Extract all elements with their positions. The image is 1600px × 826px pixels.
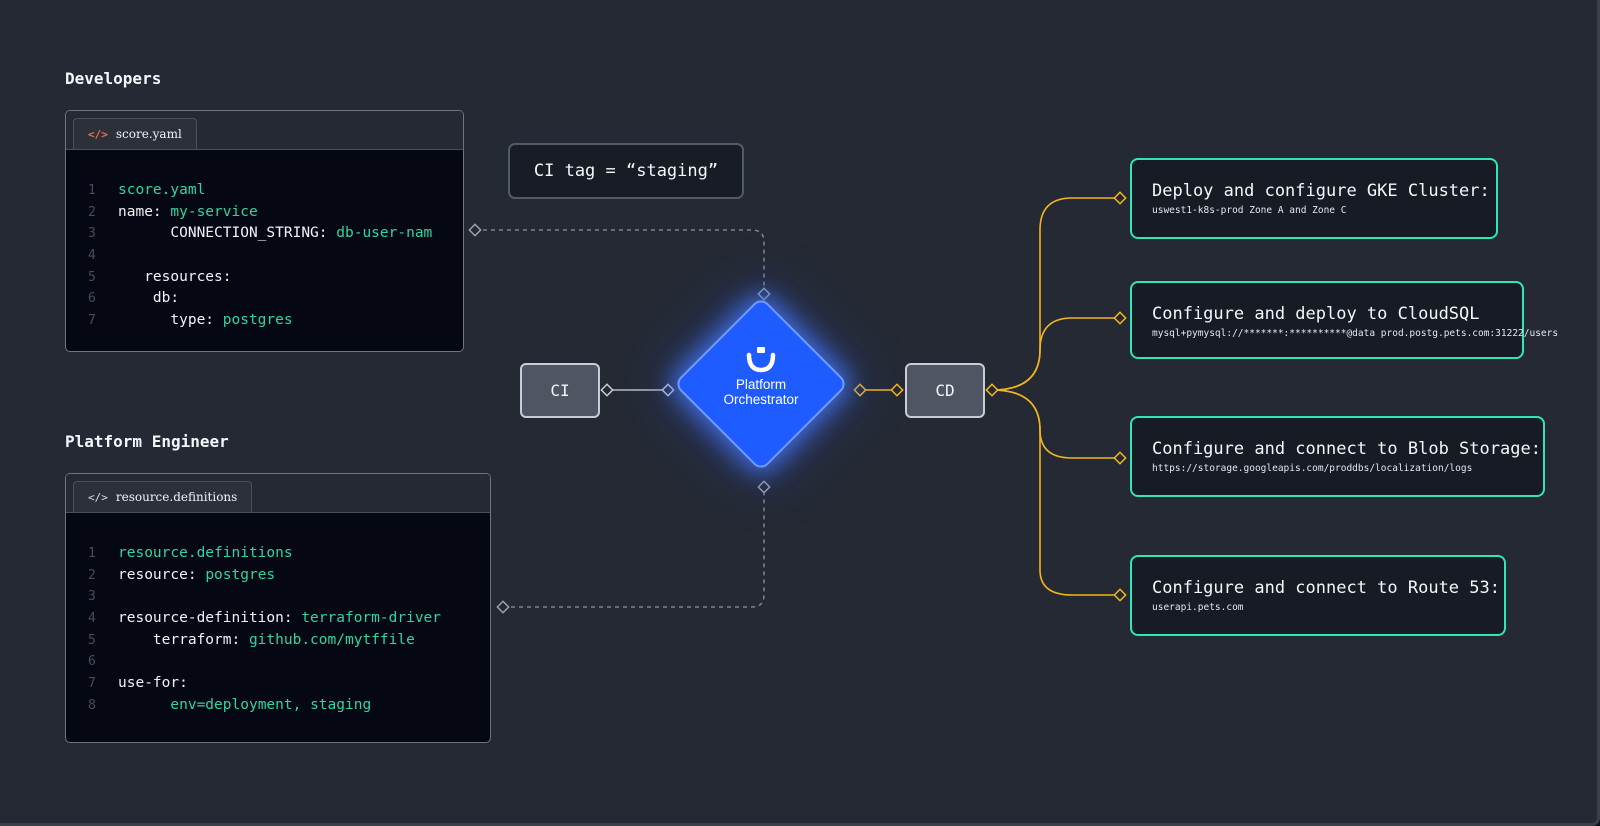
- port-marker: [1113, 311, 1127, 325]
- target-title: Deploy and configure GKE Cluster:: [1152, 181, 1490, 201]
- code-key: [118, 697, 170, 713]
- blob-storage-target[interactable]: Configure and connect to Blob Storage: h…: [1130, 416, 1545, 497]
- score-code-panel: </> score.yaml 1 score.yaml 2 name: my-serv…: [65, 110, 464, 352]
- code-brackets-icon: </>: [88, 490, 108, 504]
- gke-cluster-target[interactable]: Deploy and configure GKE Cluster: uswest…: [1130, 158, 1498, 239]
- code-key: db:: [118, 290, 180, 307]
- code-text: resource: postgres: [118, 565, 275, 587]
- code-value: postgres: [222, 312, 293, 329]
- code-text: CONNECTION_STRING: db-user-nam: [118, 223, 432, 245]
- code-value: db-user-nam: [336, 225, 433, 242]
- target-detail: uswest1-k8s-prod Zone A and Zone C: [1152, 205, 1347, 216]
- code-text: resource.definitions: [118, 543, 293, 565]
- port-marker: [1113, 191, 1127, 205]
- ci-tag-box: CI tag = “staging”: [508, 143, 744, 199]
- cd-node[interactable]: CD: [905, 363, 985, 418]
- code-text: terraform: github.com/mytffile: [118, 630, 415, 652]
- score-tabbar: </> score.yaml: [66, 111, 463, 150]
- port-marker: [468, 223, 482, 237]
- code-text: name: my-service: [118, 202, 258, 224]
- code-text: use-for:: [118, 673, 188, 695]
- target-detail: https://storage.googleapis.com/proddbs/l…: [1152, 463, 1473, 474]
- code-value: postgres: [205, 566, 276, 583]
- line-number: 7: [88, 676, 96, 692]
- target-detail: mysql+pymysql://*******:**********@data …: [1152, 328, 1559, 339]
- target-title: Configure and connect to Route 53:: [1152, 578, 1500, 598]
- humanitec-logo-icon: [746, 347, 776, 373]
- code-key: CONNECTION_STRING:: [118, 225, 337, 242]
- code-value: resource.definitions: [118, 545, 293, 561]
- orchestrator-label-line2: Orchestrator: [723, 392, 799, 407]
- port-marker: [496, 600, 510, 614]
- code-key: name:: [118, 203, 171, 220]
- resource-tabbar: </> resource.definitions: [66, 474, 490, 513]
- line-number: 1: [88, 546, 96, 561]
- code-key: use-for:: [118, 675, 188, 692]
- port-marker: [853, 383, 867, 397]
- score-connector: [475, 229, 765, 292]
- resource-tab[interactable]: </> resource.definitions: [73, 481, 253, 512]
- cd-fanout: [991, 197, 1120, 596]
- port-marker: [757, 287, 771, 301]
- line-number: 7: [88, 313, 96, 329]
- line-number: 4: [88, 248, 96, 264]
- ci-node[interactable]: CI: [520, 363, 600, 418]
- port-marker: [757, 480, 771, 494]
- code-text: env=deployment, staging: [118, 695, 371, 717]
- orchestrator-label: Platform Orchestrator: [723, 377, 798, 407]
- port-marker: [600, 383, 614, 397]
- line-number: 1: [88, 183, 96, 198]
- code-key: resource-definition:: [118, 610, 302, 627]
- target-detail: userapi.pets.com: [1152, 602, 1244, 613]
- target-title: Configure and connect to Blob Storage:: [1152, 439, 1541, 459]
- line-number: 6: [88, 291, 96, 307]
- cloudsql-target[interactable]: Configure and deploy to CloudSQL mysql+p…: [1130, 281, 1559, 359]
- resource-tab-label: resource.definitions: [115, 490, 238, 504]
- line-number: 2: [88, 204, 96, 220]
- code-key: terraform:: [118, 631, 249, 648]
- line-number: 2: [88, 567, 96, 583]
- platform-engineer-heading: Platform Engineer: [65, 432, 229, 451]
- code-value: terraform-driver: [301, 610, 442, 627]
- yaml-file-icon: </>: [88, 127, 108, 141]
- orchestrator-content: Platform Orchestrator: [690, 345, 832, 425]
- line-number: 5: [88, 632, 96, 648]
- code-value: score.yaml: [118, 182, 206, 198]
- score-tab[interactable]: </> score.yaml: [73, 118, 197, 149]
- code-text: type: postgres: [118, 310, 293, 332]
- code-text: resources:: [118, 267, 232, 289]
- developers-heading: Developers: [65, 69, 162, 88]
- orchestrator-label-line1: Platform: [735, 377, 787, 392]
- line-number: 5: [88, 269, 96, 285]
- resource-connector: [503, 488, 765, 608]
- code-value: env=deployment, staging: [170, 696, 372, 713]
- resource-code-panel: </> resource.definitions 1 resource.defin…: [65, 473, 491, 743]
- line-number: 3: [88, 589, 96, 605]
- code-key: resources:: [118, 268, 232, 285]
- code-text: score.yaml: [118, 180, 205, 202]
- score-tab-label: score.yaml: [115, 127, 182, 141]
- line-number: 3: [88, 226, 96, 242]
- code-value: my-service: [170, 203, 258, 220]
- code-text: db:: [118, 288, 179, 310]
- code-key: type:: [118, 312, 223, 329]
- line-number: 4: [88, 611, 96, 627]
- port-marker: [1113, 588, 1127, 602]
- port-marker: [661, 383, 675, 397]
- port-marker: [985, 383, 999, 397]
- code-key: resource:: [118, 566, 206, 583]
- code-text: resource-definition: terraform-driver: [118, 608, 441, 630]
- line-number: 8: [88, 697, 96, 713]
- code-value: github.com/mytffile: [248, 631, 415, 648]
- port-marker: [890, 383, 904, 397]
- port-marker: [1113, 451, 1127, 465]
- line-number: 6: [88, 654, 96, 670]
- route53-target[interactable]: Configure and connect to Route 53: usera…: [1130, 555, 1506, 636]
- target-title: Configure and deploy to CloudSQL: [1152, 304, 1480, 324]
